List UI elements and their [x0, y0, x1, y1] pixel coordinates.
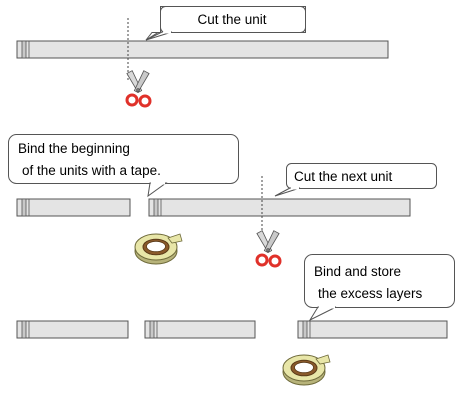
- tape-roll-icon: [134, 233, 183, 265]
- unit-bar-row2-left: [16, 198, 131, 217]
- callout-cut-unit: Cut the unit: [145, 6, 306, 41]
- unit-bar-row3-middle: [144, 320, 256, 339]
- scissors-icon: [125, 69, 152, 108]
- unit-bar-row2-right: [148, 198, 411, 217]
- unit-bar-row1: [16, 40, 389, 59]
- unit-bar-row3-left: [16, 320, 129, 339]
- unit-bar-row3-right: [297, 320, 448, 339]
- callout-bind-store-line1: Bind and store: [314, 264, 401, 279]
- callout-cut-next-unit: Cut the next unit: [274, 163, 437, 197]
- callout-cut-next-unit-text: Cut the next unit: [294, 169, 393, 184]
- callout-cut-unit-text: Cut the unit: [197, 12, 266, 27]
- scissors-icon: [255, 229, 282, 268]
- callout-bind-beginning-line1: Bind the beginning: [18, 141, 130, 156]
- callout-bind-beginning: Bind the beginning of the units with a t…: [8, 134, 239, 198]
- callout-bind-store: Bind and store the excess layers: [304, 254, 455, 322]
- callout-bind-store-line2: the excess layers: [318, 286, 423, 301]
- tape-roll-icon: [282, 354, 331, 386]
- callout-bind-beginning-line2: of the units with a tape.: [22, 163, 161, 178]
